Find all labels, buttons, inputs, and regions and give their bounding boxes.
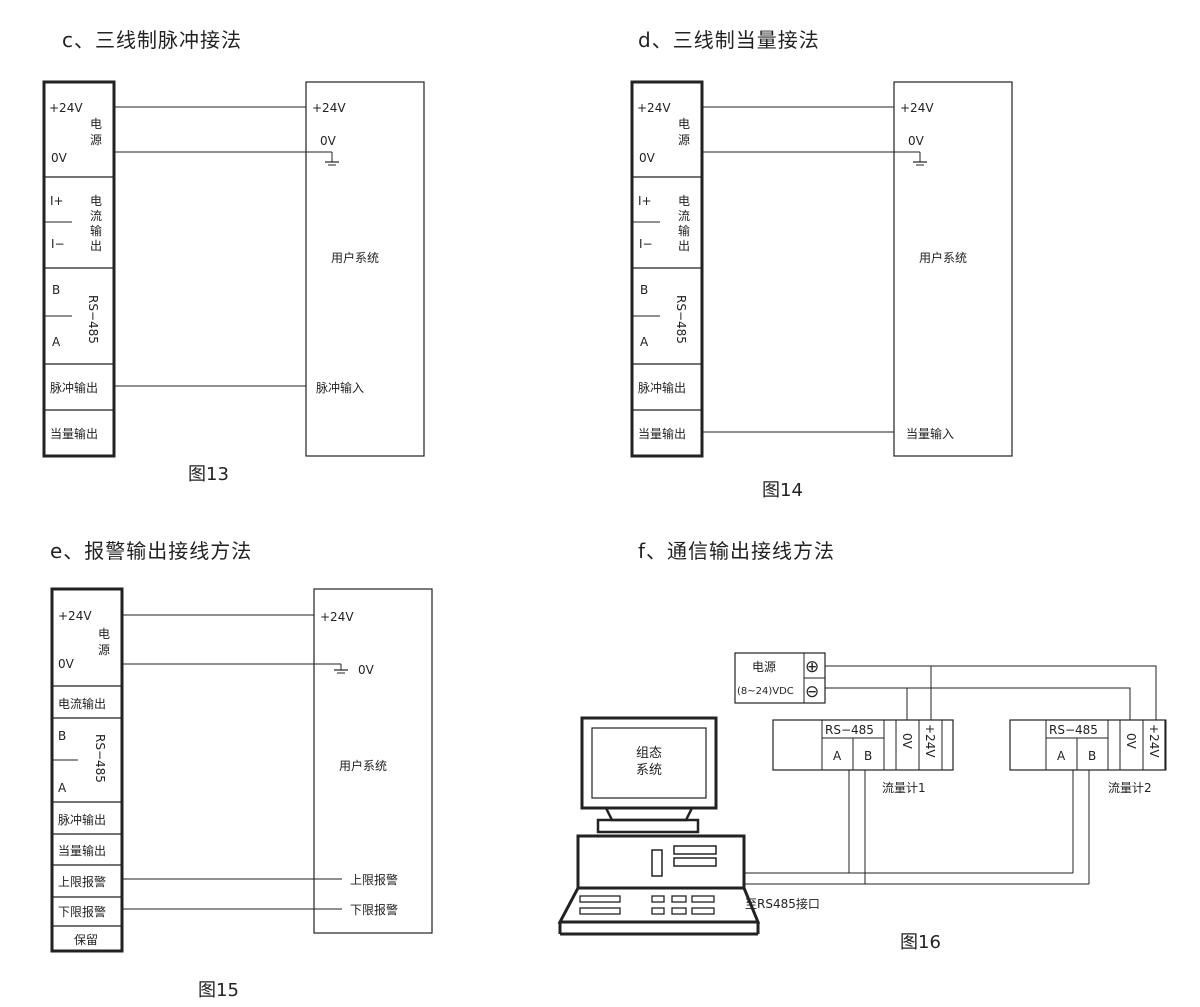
t-24v: +24V (637, 101, 671, 115)
u-title: 用户系统 (331, 250, 379, 265)
u-24v: +24V (900, 101, 934, 115)
diagram-fig13: +24V 0V 电 源 I+ I− 电 流 输 出 B A RS−485 脉冲输… (42, 80, 425, 458)
t-rs485: RS−485 (674, 295, 688, 344)
t-b: B (58, 729, 66, 743)
user-system-box (893, 81, 1013, 457)
t-iminus: I− (51, 237, 65, 251)
caption-fig13: 图13 (188, 464, 229, 485)
t-pulse-out: 脉冲输出 (50, 380, 98, 395)
t-b: B (640, 283, 648, 297)
t-current-out: 电流输出 (58, 696, 106, 711)
u-24v: +24V (320, 610, 354, 624)
u-pulse-in: 脉冲输入 (316, 380, 364, 395)
t-reserved: 保留 (74, 933, 98, 947)
t-cur-4: 出 (678, 239, 690, 253)
flowmeter1-label: 流量计1 (882, 781, 926, 795)
diagram-fig14: +24V 0V 电 源 I+ I− 电 流 输 出 B A RS−485 脉冲输… (630, 80, 1013, 458)
heading-c: c、三线制脉冲接法 (62, 28, 242, 52)
fm1-b: B (864, 749, 872, 763)
t-power-2: 源 (90, 133, 102, 147)
t-equiv-out: 当量输出 (50, 426, 98, 441)
u-0v: 0V (908, 134, 925, 148)
t-a: A (58, 781, 67, 795)
t-power-1: 电 (678, 117, 690, 131)
diagram-fig16: 电源 (8~24)VDC ⊕ ⊖ 组态 系统 RS−485 A B 0V +24… (557, 652, 1167, 936)
config-line2: 系统 (636, 763, 662, 778)
t-rs485: RS−485 (86, 295, 100, 344)
u-title: 用户系统 (339, 758, 387, 773)
fm2-rs485: RS−485 (1049, 723, 1098, 737)
diagram-fig15: +24V 0V 电 源 电流输出 B A RS−485 脉冲输出 当量输出 上限… (50, 587, 433, 953)
terminal-block (42, 80, 116, 458)
t-a: A (52, 335, 61, 349)
t-power-1: 电 (90, 117, 102, 131)
fm2-0v: 0V (1124, 733, 1138, 750)
fm2-b: B (1088, 749, 1096, 763)
caption-fig15: 图15 (198, 980, 239, 1001)
u-title: 用户系统 (919, 250, 967, 265)
t-cur-2: 流 (90, 209, 102, 223)
t-rs485: RS−485 (93, 734, 107, 783)
u-lower-alarm: 下限报警 (350, 902, 398, 917)
t-b: B (52, 283, 60, 297)
power-title: 电源 (752, 660, 776, 674)
t-a: A (640, 335, 649, 349)
t-0v: 0V (58, 657, 75, 671)
u-0v: 0V (358, 663, 375, 677)
t-cur-1: 电 (678, 194, 690, 208)
user-system-box (305, 81, 425, 457)
t-power-2: 源 (678, 133, 690, 147)
fm1-24v: +24V (923, 724, 937, 758)
t-0v: 0V (639, 151, 656, 165)
t-iminus: I− (639, 237, 653, 251)
power-spec: (8~24)VDC (737, 686, 794, 697)
t-0v: 0V (51, 151, 68, 165)
t-upper-alarm: 上限报警 (58, 874, 106, 889)
terminal-block (50, 587, 124, 953)
u-24v: +24V (312, 101, 346, 115)
t-cur-2: 流 (678, 209, 690, 223)
user-system-box (313, 588, 433, 934)
heading-e: e、报警输出接线方法 (50, 539, 253, 563)
caption-fig16: 图16 (900, 932, 941, 953)
t-cur-4: 出 (90, 239, 102, 253)
heading-d: d、三线制当量接法 (638, 28, 820, 52)
u-upper-alarm: 上限报警 (350, 872, 398, 887)
caption-fig14: 图14 (762, 480, 803, 501)
fm1-0v: 0V (900, 733, 914, 750)
computer-icon (557, 716, 761, 936)
config-line1: 组态 (636, 746, 662, 761)
u-equiv-in: 当量输入 (906, 426, 954, 441)
t-cur-1: 电 (90, 194, 102, 208)
t-24v: +24V (49, 101, 83, 115)
t-equiv-out: 当量输出 (638, 426, 686, 441)
u-0v: 0V (320, 134, 337, 148)
t-pulse-out: 脉冲输出 (58, 812, 106, 827)
t-pulse-out: 脉冲输出 (638, 380, 686, 395)
t-equiv-out: 当量输出 (58, 843, 106, 858)
t-power-2: 源 (98, 643, 110, 657)
minus-icon: ⊖ (805, 682, 819, 702)
fm1-rs485: RS−485 (825, 723, 874, 737)
to-rs485-label: 至RS485接口 (745, 896, 820, 911)
fm2-24v: +24V (1147, 724, 1161, 758)
t-24v: +24V (58, 609, 92, 623)
t-iplus: I+ (50, 194, 64, 208)
t-cur-3: 输 (90, 223, 102, 238)
t-power-1: 电 (98, 627, 110, 641)
t-cur-3: 输 (678, 223, 690, 238)
flowmeter2-label: 流量计2 (1108, 781, 1152, 795)
fm1-a: A (833, 749, 842, 763)
heading-f: f、通信输出接线方法 (638, 539, 836, 563)
fm2-a: A (1057, 749, 1066, 763)
t-lower-alarm: 下限报警 (58, 904, 106, 919)
terminal-block (630, 80, 704, 458)
t-iplus: I+ (638, 194, 652, 208)
plus-icon: ⊕ (805, 657, 819, 677)
